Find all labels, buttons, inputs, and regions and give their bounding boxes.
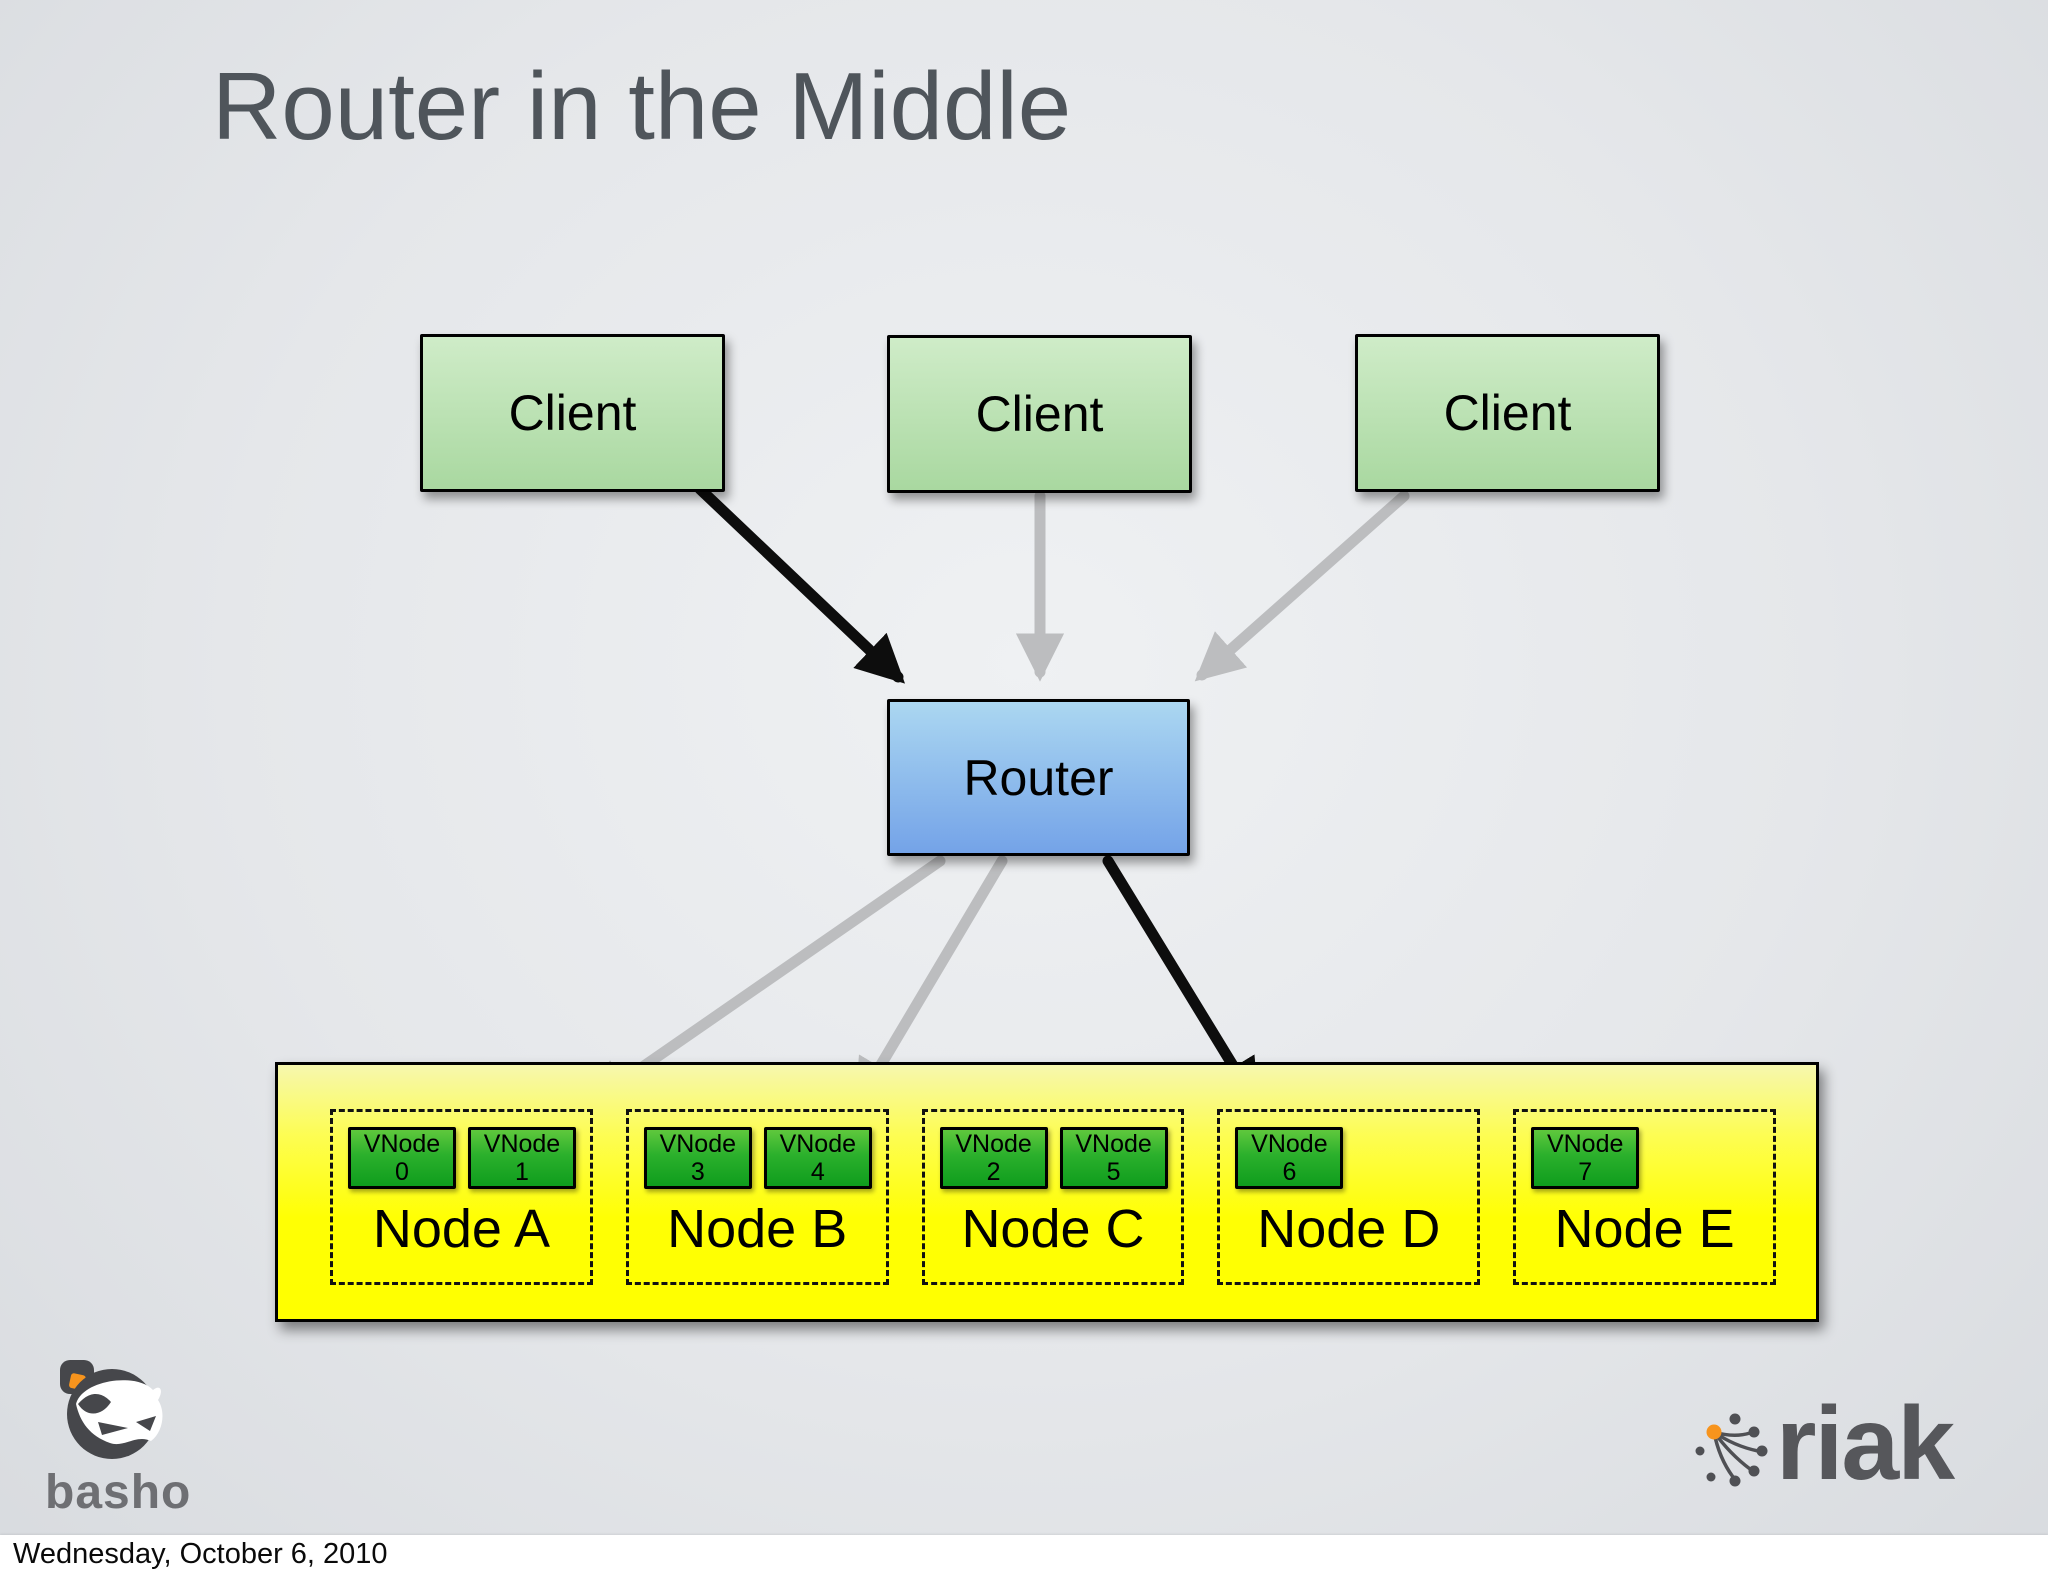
vnode-number: 6 (1282, 1158, 1297, 1186)
node-box-b: VNode 3 VNode 4 Node B (625, 1109, 889, 1285)
node-box-e: VNode 7 Node E (1513, 1109, 1776, 1285)
node-box-a: VNode 0 VNode 1 Node A (330, 1109, 593, 1285)
vnode-name: VNode (659, 1130, 737, 1158)
node-label-c: Node C (961, 1199, 1145, 1259)
client-label: Client (1443, 385, 1572, 441)
router-label: Router (963, 749, 1114, 806)
vnode-number: 3 (690, 1158, 705, 1186)
vnode-row: VNode 7 (1531, 1127, 1773, 1189)
client-box-2: Client (887, 335, 1192, 493)
basho-logo: basho (45, 1360, 191, 1519)
node-label-a: Node A (372, 1199, 550, 1259)
vnode-number: 5 (1106, 1158, 1121, 1186)
vnode-chip-7: VNode 7 (1531, 1127, 1640, 1189)
vnode-chip-3: VNode 3 (643, 1127, 752, 1189)
client-box-1: Client (420, 334, 725, 492)
client-label: Client (975, 386, 1104, 442)
client-label: Client (508, 385, 637, 441)
node-box-c: VNode 2 VNode 5 Node C (921, 1109, 1185, 1285)
vnode-row: VNode 2 VNode 5 (939, 1127, 1182, 1189)
riak-logo: riak (1695, 1386, 1957, 1502)
vnode-name: VNode (483, 1130, 561, 1158)
client-box-3: Client (1355, 334, 1660, 492)
basho-face-icon (60, 1360, 163, 1459)
slide-title: Router in the Middle (212, 53, 1072, 160)
vnode-number: 7 (1578, 1158, 1593, 1186)
vnode-chip-0: VNode 0 (348, 1127, 456, 1189)
vnode-chip-1: VNode 1 (468, 1127, 576, 1189)
vnode-chip-5: VNode 5 (1059, 1127, 1168, 1189)
vnode-row: VNode 6 (1235, 1127, 1477, 1189)
node-label-b: Node B (667, 1199, 848, 1259)
riak-wordmark: riak (1776, 1386, 1955, 1502)
vnode-chip-6: VNode 6 (1235, 1127, 1344, 1189)
arrow-client1-to-router (694, 483, 906, 684)
vnode-chip-2: VNode 2 (939, 1127, 1048, 1189)
vnode-number: 2 (986, 1158, 1001, 1186)
vnode-number: 0 (395, 1158, 409, 1186)
vnode-name: VNode (1075, 1130, 1152, 1158)
node-box-d: VNode 6 Node D (1217, 1109, 1481, 1285)
router-box: Router (887, 699, 1190, 856)
arrow-client3-to-router (1194, 490, 1410, 682)
basho-wordmark: basho (45, 1466, 191, 1519)
vnode-number: 1 (515, 1158, 529, 1186)
vnode-name: VNode (1546, 1130, 1624, 1158)
vnode-chip-4: VNode 4 (763, 1127, 872, 1189)
vnode-number: 4 (810, 1158, 825, 1186)
node-label-e: Node E (1554, 1199, 1735, 1259)
footer-strip: Wednesday, October 6, 2010 (0, 1535, 2048, 1576)
riak-spark-icon (1695, 1413, 1768, 1487)
vnode-name: VNode (363, 1130, 441, 1158)
node-label-d: Node D (1257, 1199, 1441, 1259)
vnode-name: VNode (955, 1130, 1032, 1158)
vnode-row: VNode 3 VNode 4 (643, 1127, 886, 1189)
vnode-name: VNode (1251, 1130, 1328, 1158)
vnode-name: VNode (779, 1130, 857, 1158)
cluster-container: VNode 0 VNode 1 Node A VNode 3 VNode 4 (275, 1062, 1819, 1322)
vnode-row: VNode 0 VNode 1 (348, 1127, 590, 1189)
footer-date: Wednesday, October 6, 2010 (13, 1538, 388, 1570)
